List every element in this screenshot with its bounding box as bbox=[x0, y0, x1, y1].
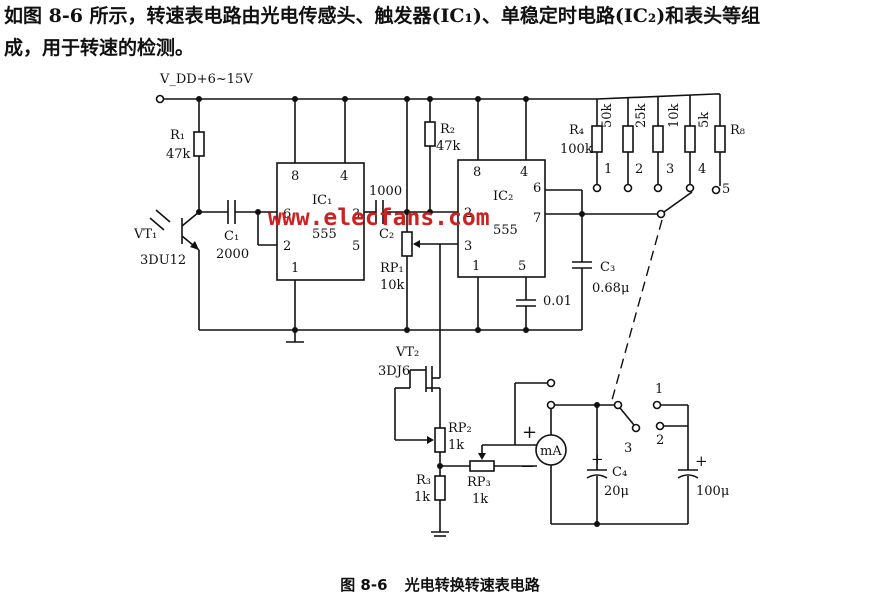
ic2-pin7: 7 bbox=[533, 211, 541, 226]
meter-label: mA bbox=[540, 444, 562, 459]
description-line-2: 成，用于转速的检测。 bbox=[4, 37, 195, 59]
ic1-555 bbox=[276, 162, 365, 281]
site-watermark: www.elecfans.com bbox=[268, 205, 490, 231]
r8-name: R₈ bbox=[730, 123, 745, 138]
vt2-model: 3DJ6 bbox=[378, 364, 410, 379]
r1-value: 47k bbox=[166, 147, 191, 162]
ic1-pin1: 1 bbox=[291, 261, 299, 276]
r3-resistor bbox=[434, 475, 446, 501]
rp1-value: 10k bbox=[380, 278, 405, 293]
r2-name: R₂ bbox=[440, 122, 455, 137]
vt1-model: 3DU12 bbox=[140, 253, 186, 268]
switch2-common[interactable] bbox=[613, 400, 623, 410]
vt2-name: VT₂ bbox=[395, 345, 419, 360]
ic2-pin3: 3 bbox=[464, 239, 472, 254]
rp1-name: RP₁ bbox=[380, 261, 404, 276]
vdd-label: V_DD+6~15V bbox=[159, 72, 253, 87]
r4-name: R₄ bbox=[569, 123, 584, 138]
r5-resistor bbox=[622, 125, 634, 153]
ic1-pin4: 4 bbox=[340, 169, 348, 184]
range-switch[interactable] bbox=[592, 183, 721, 219]
meter-minus: − bbox=[520, 456, 535, 477]
r1-name: R₁ bbox=[170, 128, 185, 143]
c3-value: 0.68μ bbox=[592, 281, 629, 296]
c5-value: 100μ bbox=[696, 484, 729, 499]
rp2-name: RP₂ bbox=[448, 421, 472, 436]
rp3-potentiometer bbox=[469, 460, 495, 472]
ic1-pin3: 3 bbox=[352, 207, 360, 222]
r1-resistor bbox=[193, 131, 205, 157]
description-line-1: 如图 8-6 所示，转速表电路由光电传感头、触发器(IC₁)、单稳定时电路(IC… bbox=[4, 5, 761, 27]
r7-resistor bbox=[684, 125, 696, 153]
c2-value: 1000 bbox=[369, 184, 402, 199]
vt1-name: VT₁ bbox=[133, 227, 157, 242]
range-switch-blade[interactable] bbox=[663, 191, 693, 213]
ic2-555 bbox=[457, 159, 546, 278]
ic2-pin4: 4 bbox=[520, 165, 528, 180]
r2-value: 47k bbox=[436, 139, 461, 154]
c1-name: C₁ bbox=[224, 229, 239, 244]
ic2-pin2: 2 bbox=[464, 206, 472, 221]
r8-resistor bbox=[714, 125, 726, 153]
rp2-value: 1k bbox=[448, 438, 464, 453]
ic1-pin8: 8 bbox=[291, 169, 299, 184]
c2-name: C₂ bbox=[379, 227, 394, 242]
ic1-pin6: 6 bbox=[283, 207, 291, 222]
c4-value: 20μ bbox=[604, 484, 629, 499]
r4-resistor bbox=[591, 125, 603, 153]
r3-value: 1k bbox=[414, 490, 430, 505]
ganged-link bbox=[611, 219, 663, 401]
sw1-pos-1: 1 bbox=[604, 162, 612, 177]
figure-title: 光电转换转速表电路 bbox=[404, 576, 540, 594]
ic1-pin5: 5 bbox=[352, 239, 360, 254]
ic2-pin1: 1 bbox=[472, 259, 480, 274]
sw1-pos-2: 2 bbox=[635, 162, 643, 177]
sw2-pos-3: 3 bbox=[624, 441, 632, 456]
c4-plus: + bbox=[591, 450, 604, 468]
sw2-pos-2: 2 bbox=[656, 433, 664, 448]
rp2-potentiometer bbox=[434, 427, 446, 453]
ic1-chip: 555 bbox=[312, 227, 337, 242]
sw1-pos-3: 3 bbox=[666, 162, 674, 177]
ic2-pin5: 5 bbox=[518, 259, 526, 274]
switch2-blade[interactable] bbox=[619, 407, 635, 426]
r8-value: 5k bbox=[697, 112, 712, 128]
ic1-name: IC₁ bbox=[312, 193, 332, 208]
c3-name: C₃ bbox=[600, 260, 615, 275]
ic2-name: IC₂ bbox=[493, 189, 513, 204]
r5-value: 50k bbox=[600, 103, 615, 128]
figure-number: 图 8-6 bbox=[340, 576, 388, 594]
vdd-terminal bbox=[155, 94, 165, 104]
meter-plus: + bbox=[522, 422, 537, 443]
r4-value: 100k bbox=[560, 142, 593, 157]
figure-caption: 图 8-6 光电转换转速表电路 bbox=[0, 574, 880, 595]
description-paragraph: 如图 8-6 所示，转速表电路由光电传感头、触发器(IC₁)、单稳定时电路(IC… bbox=[4, 0, 878, 64]
c4-name: C₄ bbox=[612, 465, 627, 480]
sw1-pos-5: 5 bbox=[722, 182, 730, 197]
sw1-pos-4: 4 bbox=[698, 162, 706, 177]
sw2-pos-1: 1 bbox=[655, 382, 663, 397]
ic2-pin6: 6 bbox=[533, 181, 541, 196]
rp1-potentiometer bbox=[401, 231, 413, 257]
rp3-value: 1k bbox=[472, 492, 488, 507]
c5-plus: + bbox=[695, 452, 708, 470]
rp3-name: RP₃ bbox=[467, 475, 491, 490]
light-arrow-1 bbox=[155, 209, 171, 223]
ic2-pin8: 8 bbox=[473, 165, 481, 180]
r2-resistor bbox=[424, 121, 436, 147]
ic1-pin2: 2 bbox=[283, 239, 291, 254]
r6-resistor bbox=[652, 125, 664, 153]
r7-value: 10k bbox=[667, 103, 682, 128]
ic2-chip: 555 bbox=[493, 223, 518, 238]
r6-value: 25k bbox=[634, 103, 649, 128]
c1-value: 2000 bbox=[216, 247, 249, 262]
r3-name: R₃ bbox=[416, 473, 431, 488]
light-arrow-2 bbox=[149, 217, 165, 231]
c-001-value: 0.01 bbox=[543, 294, 572, 309]
resistor-bank-bus bbox=[596, 93, 716, 100]
resistor-bank bbox=[591, 94, 726, 186]
